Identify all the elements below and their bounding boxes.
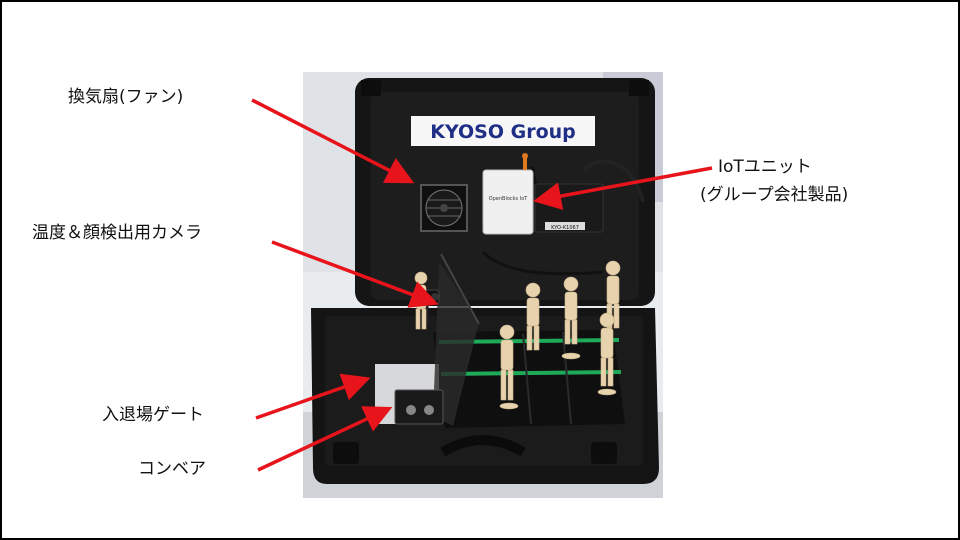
callout-iot-line2: (グループ会社製品) [700, 185, 849, 205]
callout-fan: 換気扇(ファン) [68, 87, 184, 107]
iot-demo-case-photo: KYOSO Group OpenBlocks IoT KYO-K1067 [303, 72, 663, 498]
callout-camera: 温度＆顔検出用カメラ [32, 223, 202, 243]
arrow-fan [251, 98, 415, 184]
arrow-conveyor [257, 406, 393, 472]
fan [420, 184, 468, 232]
conveyor [394, 389, 444, 425]
arrow-gate [255, 373, 371, 420]
callout-conveyor: コンベア [138, 459, 206, 479]
case-handle [440, 435, 526, 457]
device-label: OpenBlocks IoT [489, 196, 529, 202]
banner [411, 116, 595, 146]
device-tag: KYO-K1067 [551, 225, 579, 231]
callout-iot-line1: IoTユニット [718, 157, 812, 177]
banner-text: KYOSO Group [430, 121, 576, 143]
arrow-iot [533, 166, 713, 210]
callout-gate: 入退場ゲート [102, 405, 204, 425]
arrow-camera [271, 240, 439, 308]
figurines [414, 260, 621, 410]
